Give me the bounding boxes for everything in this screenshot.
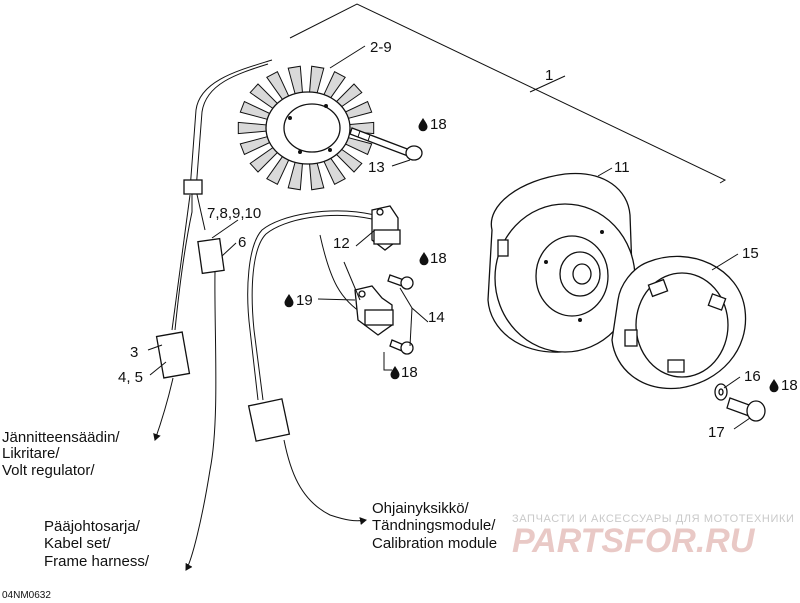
drawing-code: 04NM0632 bbox=[2, 590, 51, 601]
stator-tooth bbox=[287, 160, 304, 191]
svg-text:Likritare/: Likritare/ bbox=[2, 445, 60, 462]
leader-lines bbox=[147, 45, 751, 430]
trigger-ring bbox=[611, 255, 747, 390]
svg-text:Pääjohtosarja/: Pääjohtosarja/ bbox=[44, 518, 141, 535]
callout-6: 6 bbox=[238, 234, 246, 251]
watermark-brand: PARTSFOR.RU bbox=[512, 522, 756, 560]
callout-17: 17 bbox=[708, 424, 725, 441]
note-frame-harness: Pääjohtosarja/ Kabel set/ Frame harness/ bbox=[44, 518, 150, 570]
callout-12: 12 bbox=[333, 235, 350, 252]
callout-4-5: 4, 5 bbox=[118, 369, 143, 386]
note-volt-regulator: Jännitteensäädin/ Likritare/ Volt regula… bbox=[2, 429, 120, 479]
oil-drop-icon bbox=[419, 252, 429, 266]
svg-text:Ohjainyksikkö/: Ohjainyksikkö/ bbox=[372, 500, 470, 517]
callout-2-9: 2-9 bbox=[370, 39, 392, 56]
stator-tooth bbox=[239, 100, 271, 120]
callout-11: 11 bbox=[614, 159, 630, 176]
washer-and-screw bbox=[714, 383, 766, 422]
callout-16: 16 bbox=[744, 368, 761, 385]
callout-18-a: 18 bbox=[430, 116, 447, 133]
oil-drop-icon bbox=[390, 366, 400, 380]
callout-18-d: 18 bbox=[781, 377, 798, 394]
stator-tooth bbox=[308, 160, 325, 191]
stator-screw bbox=[349, 127, 423, 161]
stator-tooth bbox=[239, 136, 271, 156]
watermark: ЗАПЧАСТИ И АКСЕССУАРЫ ДЛЯ МОТОТЕХНИКИ PA… bbox=[512, 513, 794, 560]
stator bbox=[237, 65, 375, 191]
svg-text:Tändningsmodule/: Tändningsmodule/ bbox=[372, 517, 496, 534]
stator-tooth bbox=[237, 121, 267, 135]
watermark-tagline: ЗАПЧАСТИ И АКСЕССУАРЫ ДЛЯ МОТОТЕХНИКИ bbox=[512, 513, 794, 525]
callout-14: 14 bbox=[428, 309, 445, 326]
svg-text:Calibration module: Calibration module bbox=[372, 535, 497, 552]
stator-tooth bbox=[308, 65, 325, 96]
assembly-bracket bbox=[289, 3, 727, 184]
callout-7-10: 7,8,9,10 bbox=[207, 205, 261, 222]
oil-drop-icon bbox=[418, 118, 428, 132]
pickup-sensors bbox=[354, 205, 401, 336]
callout-1: 1 bbox=[545, 67, 553, 84]
callout-19: 19 bbox=[296, 292, 313, 309]
callout-18-c: 18 bbox=[401, 364, 418, 381]
trigger-sensor-wiring bbox=[247, 210, 376, 526]
stator-wiring bbox=[153, 59, 273, 571]
callout-13: 13 bbox=[368, 159, 385, 176]
svg-text:Kabel set/: Kabel set/ bbox=[44, 535, 112, 552]
oil-drop-icon bbox=[769, 379, 779, 393]
note-calibration-module: Ohjainyksikkö/ Tändningsmodule/ Calibrat… bbox=[372, 500, 497, 552]
svg-text:Volt regulator/: Volt regulator/ bbox=[2, 462, 95, 479]
callout-15: 15 bbox=[742, 245, 759, 262]
flywheel bbox=[487, 172, 636, 353]
oil-drop-icon bbox=[284, 294, 294, 308]
callout-3: 3 bbox=[130, 344, 138, 361]
callout-18-b: 18 bbox=[430, 250, 447, 267]
stator-tooth bbox=[287, 65, 304, 96]
svg-text:Frame harness/: Frame harness/ bbox=[44, 553, 150, 570]
callout-labels: 1 2-9 18 13 11 7,8,9,10 6 12 18 15 19 14… bbox=[118, 39, 798, 441]
svg-text:Jännitteensäädin/: Jännitteensäädin/ bbox=[2, 429, 120, 446]
